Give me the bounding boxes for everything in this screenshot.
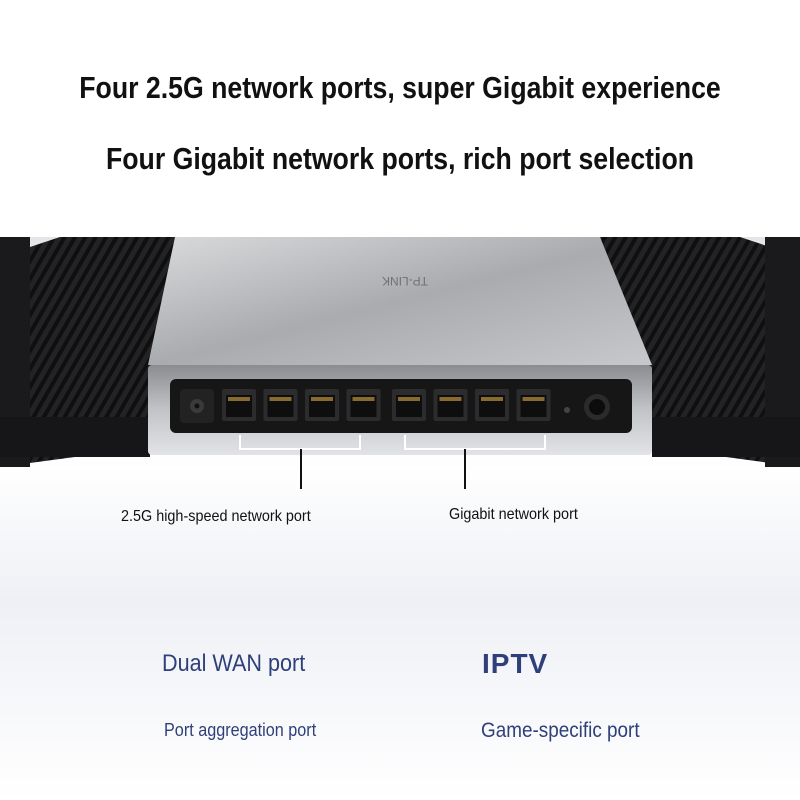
feature-dual-wan: Dual WAN port xyxy=(162,650,306,677)
ethernet-port[interactable] xyxy=(392,389,426,421)
reset-hole xyxy=(564,407,570,413)
ethernet-port[interactable] xyxy=(263,389,298,421)
ethernet-port[interactable] xyxy=(222,389,256,421)
headline-line-2: Four Gigabit network ports, rich port se… xyxy=(105,141,695,176)
callout-lines xyxy=(300,449,466,489)
ethernet-port[interactable] xyxy=(433,389,468,421)
feature-port-aggregation: Port aggregation port xyxy=(164,720,317,740)
ethernet-port[interactable] xyxy=(305,389,339,421)
left-fin-body xyxy=(0,237,180,467)
ethernet-ports xyxy=(222,389,551,421)
router-top-panel xyxy=(148,237,652,365)
power-jack xyxy=(180,389,214,423)
headline-line-1: Four 2.5G network ports, super Gigabit e… xyxy=(79,70,721,105)
label-25g-ports: 2.5G high-speed network port xyxy=(121,508,311,525)
ethernet-port[interactable] xyxy=(516,389,551,421)
feature-game-port: Game-specific port xyxy=(481,719,640,742)
ethernet-port[interactable] xyxy=(475,389,509,421)
ethernet-port[interactable] xyxy=(346,389,381,421)
feature-iptv: IPTV xyxy=(482,648,549,679)
brand-logo: TP-LINK xyxy=(382,274,428,288)
router-photo: TP-LINK xyxy=(0,237,800,470)
label-gigabit-ports: Gigabit network port xyxy=(449,506,578,523)
right-fin-body xyxy=(600,237,800,467)
router-illustration: TP-LINK xyxy=(0,237,800,467)
